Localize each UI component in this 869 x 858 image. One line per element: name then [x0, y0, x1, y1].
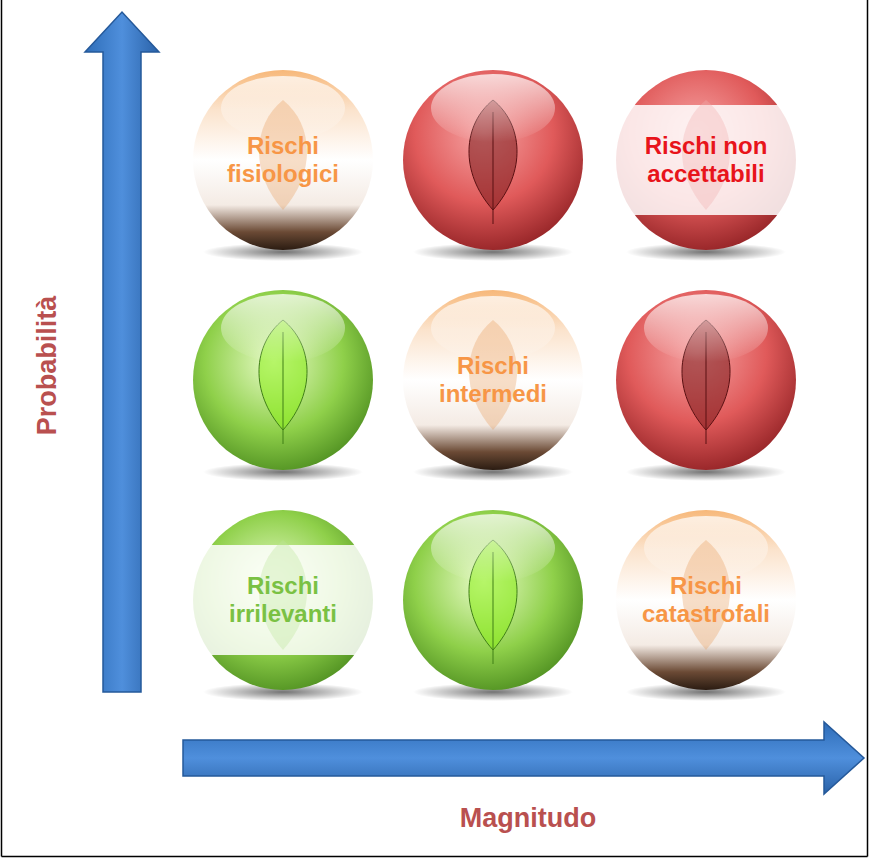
y-axis-label: Probabilità: [33, 295, 64, 435]
green-sphere: [403, 510, 583, 690]
red-sphere: [403, 70, 583, 250]
risk-label: Rischi catastrofali: [616, 572, 796, 629]
green-sphere: [193, 290, 373, 470]
risk-label: Rischi irrilevanti: [193, 572, 373, 629]
risk-sphere: Rischi fisiologici: [193, 70, 373, 250]
x-axis-arrow: [183, 722, 864, 794]
y-axis-arrow: [85, 12, 159, 692]
risk-label: Rischi fisiologici: [193, 132, 373, 189]
risk-sphere: Rischi irrilevanti: [193, 510, 373, 690]
risk-label: Rischi intermedi: [403, 352, 583, 409]
red-sphere: [616, 290, 796, 470]
x-axis-label: Magnitudo: [460, 803, 596, 834]
sphere-shadows: [203, 243, 786, 701]
risk-label: Rischi non accettabili: [616, 132, 796, 189]
risk-sphere: Rischi catastrofali: [616, 510, 796, 690]
risk-sphere: Rischi non accettabili: [616, 70, 796, 250]
risk-sphere: Rischi intermedi: [403, 290, 583, 470]
